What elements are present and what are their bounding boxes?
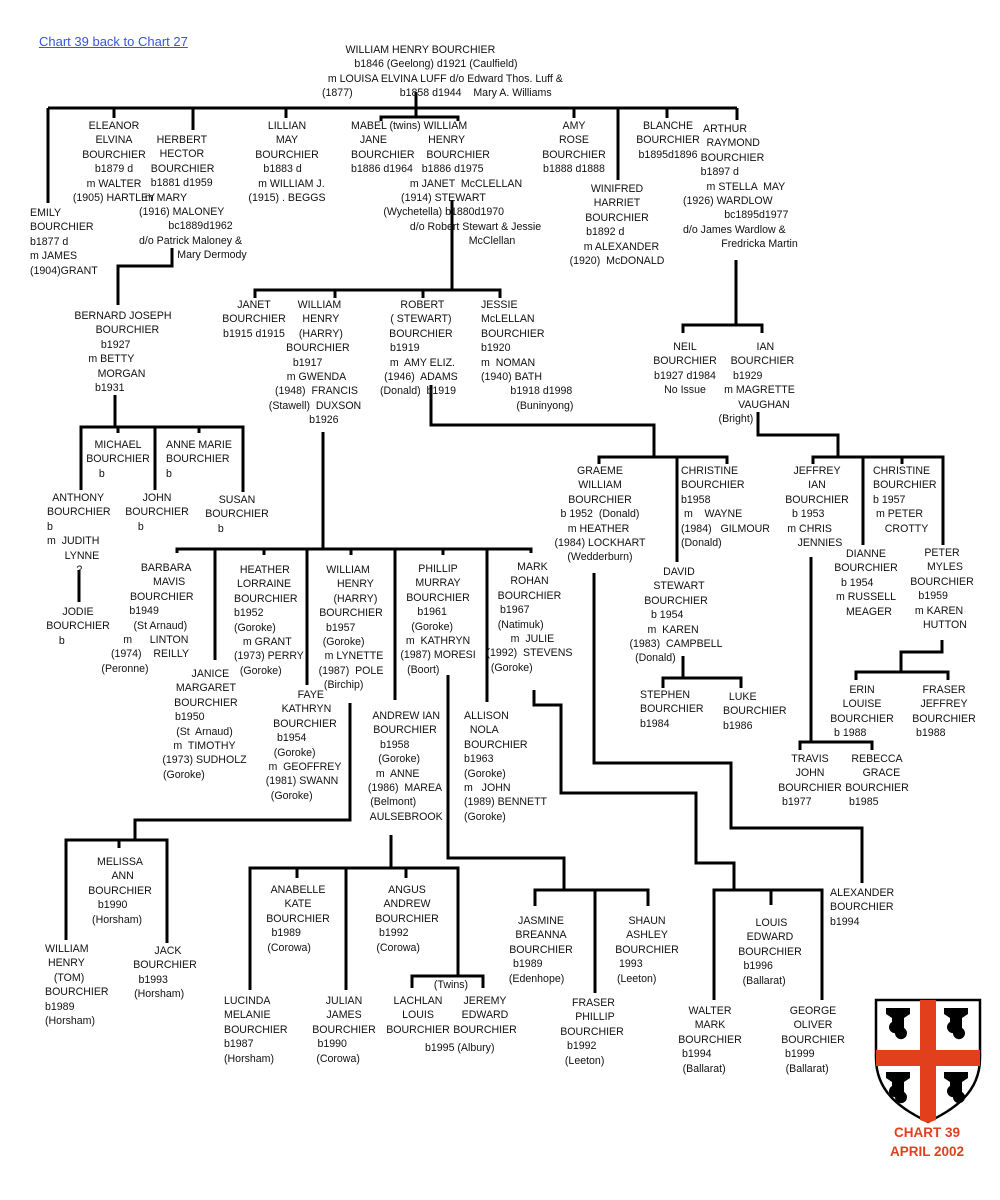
connector-root bbox=[48, 92, 737, 110]
connector-harry-1917 bbox=[175, 432, 533, 702]
person-barbara: BARBARA MAVIS BOURCHIER b1949 (St Arnaud… bbox=[101, 562, 194, 675]
person-jeffrey: JEFFREY IAN BOURCHIER b 1953 m CHRIS JEN… bbox=[785, 465, 849, 550]
person-alexander: ALEXANDER BOURCHIER b1994 bbox=[830, 887, 895, 928]
person-faye: FAYE KATHRYN BOURCHIER b1954 (Goroke) m … bbox=[265, 689, 342, 802]
person-janice: JANICE MARGARET BOURCHIER b1950 (St Arna… bbox=[162, 668, 247, 781]
person-julian: JULIAN JAMES BOURCHIER b1990 (Corowa) bbox=[312, 995, 376, 1065]
person-arthur: ARTHUR RAYMOND BOURCHIER b1897 d m STELL… bbox=[683, 123, 798, 251]
person-andrew: ANDREW IAN BOURCHIER b1958 (Goroke) m AN… bbox=[367, 710, 443, 823]
person-jack: JACK BOURCHIER b1993 (Horsham) bbox=[133, 945, 197, 1001]
person-heather: HEATHER LORRAINE BOURCHIER b1952 (Goroke… bbox=[234, 564, 304, 677]
connector-jeffrey bbox=[798, 557, 874, 750]
connector-robert bbox=[429, 385, 729, 562]
person-graeme: GRAEME WILLIAM BOURCHIER b 1952 (Donald)… bbox=[554, 465, 646, 564]
person-anabelle: ANABELLE KATE BOURCHIER b1989 (Corowa) bbox=[266, 884, 330, 954]
person-amy: AMY ROSE BOURCHIER b1888 d1888 bbox=[542, 120, 606, 176]
person-allison: ALLISON NOLA BOURCHIER b1963 (Goroke) m … bbox=[464, 710, 548, 823]
person-fraser-1988: FRASER JEFFREY BOURCHIER b1988 bbox=[912, 684, 976, 740]
person-blanche: BLANCHE BOURCHIER b1895d1896 bbox=[636, 120, 700, 161]
connector-mark bbox=[532, 690, 824, 1000]
person-william-harry-1957: WILLIAM HENRY (HARRY) BOURCHIER b1957 (G… bbox=[318, 564, 384, 692]
person-erin: ERIN LOUISE BOURCHIER b 1988 bbox=[830, 684, 894, 740]
connector-william-1886 bbox=[253, 200, 502, 298]
person-luke: LUKE BOURCHIER b1986 bbox=[723, 691, 787, 732]
person-christine-1958: CHRISTINE BOURCHIER b1958 m WAYNE (1984)… bbox=[681, 465, 770, 550]
person-william-tom: WILLIAM HENRY (TOM) BOURCHIER b1989 (Hor… bbox=[45, 943, 109, 1028]
person-lucinda: LUCINDA MELANIE BOURCHIER b1987 (Horsham… bbox=[224, 995, 288, 1065]
person-michael: MICHAEL BOURCHIER b bbox=[86, 439, 150, 480]
person-louis: LOUIS EDWARD BOURCHIER b1996 (Ballarat) bbox=[738, 917, 802, 987]
twins-label: (Twins) bbox=[433, 979, 469, 991]
person-rebecca: REBECCA GRACE BOURCHIER b1985 bbox=[845, 753, 909, 809]
person-stephen: STEPHEN BOURCHIER b1984 bbox=[640, 689, 704, 730]
person-david: DAVID STEWART BOURCHIER b 1954 m KAREN (… bbox=[629, 566, 723, 665]
person-janet: JANET BOURCHIER b1915 d1915 bbox=[222, 299, 286, 340]
person-william-henry-root: WILLIAM HENRY BOURCHIER b1846 (Geelong) … bbox=[322, 44, 563, 100]
back-to-chart-27-link[interactable]: Chart 39 back to Chart 27 bbox=[39, 34, 188, 49]
person-susan: SUSAN BOURCHIER b bbox=[205, 494, 269, 535]
connector-gen1 bbox=[46, 108, 739, 203]
person-mark: MARK ROHAN BOURCHIER b1967 (Natimuk) m J… bbox=[486, 561, 573, 674]
person-emily: EMILY BOURCHIER b1877 d m JAMES (1904)GR… bbox=[30, 207, 98, 277]
person-robert: ROBERT ( STEWART) BOURCHIER b1919 m AMY … bbox=[380, 299, 458, 398]
person-jodie: JODIE BOURCHIER b bbox=[46, 606, 110, 647]
connector-ian bbox=[756, 412, 945, 545]
connector-andrew bbox=[248, 835, 485, 990]
coat-of-arms-shield-icon bbox=[874, 998, 982, 1124]
person-neil: NEIL BOURCHIER b1927 d1984 No Issue bbox=[653, 341, 717, 397]
person-john: JOHN BOURCHIER b bbox=[125, 492, 189, 533]
person-anne-marie: ANNE MARIE BOURCHIER b bbox=[166, 439, 232, 480]
connector-bernard bbox=[79, 395, 245, 492]
connector-herbert bbox=[116, 248, 174, 305]
person-herbert: HERBERT HECTOR BOURCHIER b1881 d1959 m M… bbox=[139, 134, 247, 262]
person-travis: TRAVIS JOHN BOURCHIER b1977 bbox=[778, 753, 842, 809]
person-ian: IAN BOURCHIER b1929 m MAGRETTE VAUGHAN (… bbox=[718, 341, 795, 426]
person-lillian: LILLIAN MAY BOURCHIER b1883 d m WILLIAM … bbox=[248, 120, 326, 205]
person-jessie: JESSIE McLELLAN BOURCHIER b1920 m NOMAN … bbox=[481, 299, 574, 412]
chart-number-label: CHART 39 bbox=[893, 1125, 961, 1140]
person-george: GEORGE OLIVER BOURCHIER b1999 (Ballarat) bbox=[781, 1005, 845, 1075]
person-peter: PETER MYLES BOURCHIER b1959 m KAREN HUTT… bbox=[910, 547, 974, 632]
person-eleanor: ELEANOR ELVINA BOURCHIER b1879 d m WALTE… bbox=[72, 120, 156, 205]
twins-birth-info: b1995 (Albury) bbox=[425, 1042, 495, 1054]
person-shaun: SHAUN ASHLEY BOURCHIER 1993 (Leeton) bbox=[615, 915, 679, 985]
person-angus: ANGUS ANDREW BOURCHIER b1992 (Corowa) bbox=[375, 884, 439, 954]
person-phillip: PHILLIP MURRAY BOURCHIER b1961 (Goroke) … bbox=[400, 563, 476, 676]
person-jeremy: JEREMY EDWARD BOURCHIER bbox=[453, 995, 517, 1036]
person-fraser-1992: FRASER PHILLIP BOURCHIER b1992 (Leeton) bbox=[560, 997, 624, 1067]
person-dianne: DIANNE BOURCHIER b 1954 m RUSSELL MEAGER bbox=[834, 548, 898, 618]
connector-peter bbox=[854, 640, 950, 680]
person-anthony: ANTHONY BOURCHIER b m JUDITH LYNNE ? bbox=[47, 492, 111, 577]
person-lachlan: LACHLAN LOUIS BOURCHIER bbox=[386, 995, 450, 1036]
connector-arthur bbox=[681, 260, 764, 333]
person-winifred: WINIFRED HARRIET BOURCHIER b1892 d m ALE… bbox=[569, 183, 665, 268]
chart-date-label: APRIL 2002 bbox=[889, 1144, 965, 1159]
connector-phillip bbox=[446, 675, 650, 993]
connector-harry-1957 bbox=[64, 703, 352, 943]
person-walter: WALTER MARK BOURCHIER b1994 (Ballarat) bbox=[678, 1005, 742, 1075]
person-jasmine: JASMINE BREANNA BOURCHIER b1989 (Edenhop… bbox=[508, 915, 573, 985]
person-christine-1957: CHRISTINE BOURCHIER b 1957 m PETER CROTT… bbox=[873, 465, 937, 535]
connector-david bbox=[661, 656, 743, 688]
person-william-harry-1917: WILLIAM HENRY (HARRY) BOURCHIER b1917 m … bbox=[268, 299, 362, 427]
person-melissa: MELISSA ANN BOURCHIER b1990 (Horsham) bbox=[88, 856, 152, 926]
connector-graeme bbox=[592, 573, 864, 883]
person-bernard: BERNARD JOSEPH BOURCHIER b1927 m BETTY M… bbox=[74, 310, 172, 395]
person-twins-mabel-william: MABEL (twins) WILLIAM JANE HENRY BOURCHI… bbox=[351, 120, 542, 248]
